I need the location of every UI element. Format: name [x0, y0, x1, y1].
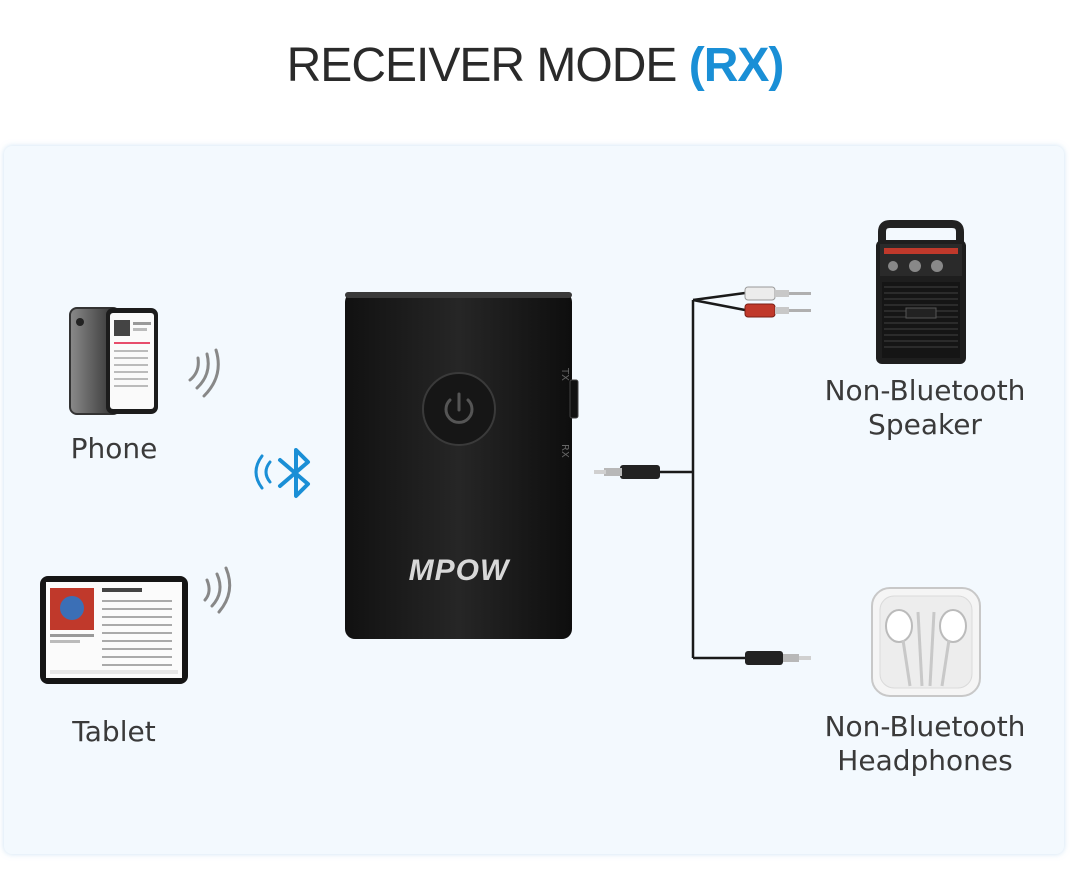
aux-plug-headphones	[745, 651, 811, 665]
tablet-image	[40, 576, 188, 684]
power-icon	[444, 392, 474, 424]
speaker-label-line2: Speaker	[868, 408, 982, 441]
title-main: RECEIVER MODE	[286, 39, 689, 92]
speaker-label-line1: Non-Bluetooth	[824, 374, 1026, 407]
page-title: RECEIVER MODE (RX)	[0, 38, 1070, 93]
switch-label-rx: RX	[559, 444, 570, 458]
headphones-label-line2: Headphones	[837, 744, 1013, 777]
tablet-signal-waves-icon	[203, 566, 232, 614]
mpow-receiver-device: TX RX MPOW	[345, 292, 579, 639]
switch-label-tx: TX	[559, 367, 570, 381]
headphones-label-line1: Non-Bluetooth	[824, 710, 1026, 743]
headphones-label: Non-Bluetooth Headphones	[800, 710, 1050, 778]
aux-plug-device	[594, 465, 660, 479]
rca-plugs	[744, 286, 811, 318]
headphones-image	[871, 587, 981, 697]
phone-signal-waves-icon	[188, 348, 220, 398]
power-button	[422, 372, 496, 446]
speaker-image	[876, 220, 966, 364]
phone-label: Phone	[70, 432, 158, 465]
phone-image	[69, 307, 158, 415]
speaker-label: Non-Bluetooth Speaker	[800, 374, 1050, 442]
brand-logo: MPOW	[409, 554, 511, 587]
audio-cables	[660, 291, 746, 660]
bluetooth-icon	[254, 448, 310, 498]
title-accent: (RX)	[688, 39, 785, 92]
tablet-label: Tablet	[72, 715, 156, 748]
